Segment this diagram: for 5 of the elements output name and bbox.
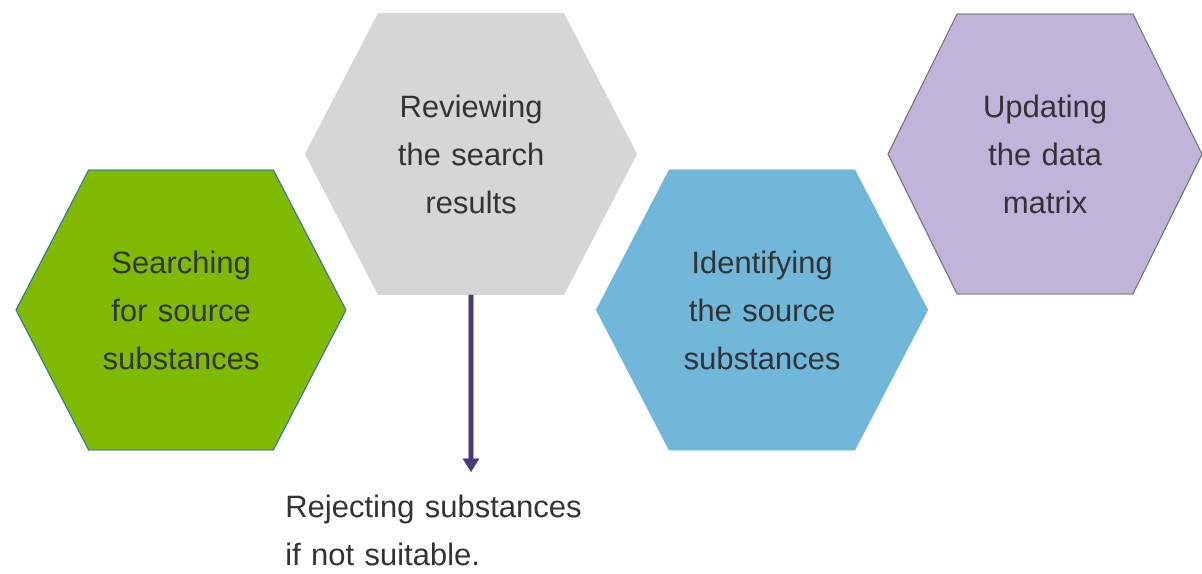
hexagon: Reviewing the search results (304, 12, 638, 296)
note-text: Rejecting substances if not suitable. (287, 494, 581, 566)
hexagon: Identifying the source substances (595, 169, 929, 451)
hexagon: Updating the data matrix (887, 13, 1202, 295)
hexagon: Searching for source substances (15, 169, 347, 451)
